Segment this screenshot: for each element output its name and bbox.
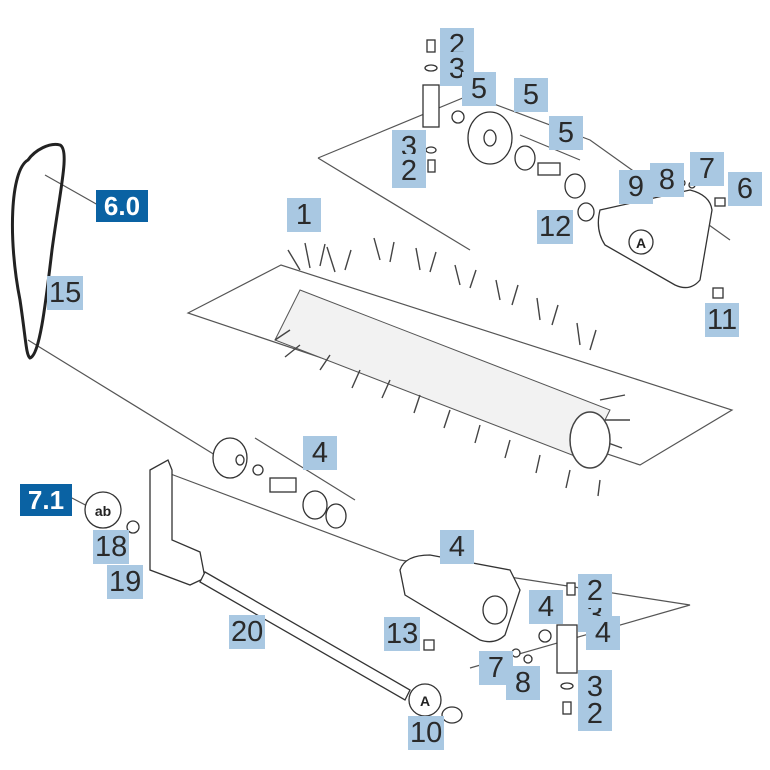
badge-a-top: A [636,235,646,251]
callout-label: 13 [384,617,421,651]
callout-label: 4 [440,530,474,564]
leader-belt-shaft [27,339,216,456]
callout-label: 6 [728,172,762,206]
reference-label-7-1: 7.1 [20,484,72,516]
brush-roller-icon [274,237,630,497]
callout-label: 15 [47,276,84,310]
callout-label: 8 [506,666,540,700]
top-hardware-icon [422,39,726,299]
callout-label: 18 [93,530,130,564]
axle-rod-icon [199,571,411,701]
callout-label: 4 [303,436,337,470]
callout-label: 11 [705,303,740,337]
callout-label: 19 [107,565,144,599]
top-plane-edge [317,157,471,251]
callout-label: 20 [229,615,266,649]
callout-label: 7 [690,152,724,186]
drive-belt-icon [10,142,66,360]
callout-label: 2 [578,697,612,731]
reference-label-6-0: 6.0 [96,190,148,222]
callout-label: 3 [440,52,474,86]
callout-label: 5 [549,116,583,150]
badge-ab: ab [95,503,111,519]
callout-label: 4 [529,590,563,624]
callout-label: 2 [392,154,426,188]
callout-label: 1 [287,198,321,232]
leader-6-0 [44,174,99,206]
callout-label: 9 [619,170,653,204]
bottom-hardware-icon [84,437,578,724]
side-bracket-icon [149,459,206,586]
badge-a-bottom: A [420,693,430,709]
callout-label: 12 [537,210,574,244]
callout-label: 5 [514,78,548,112]
callout-label: 2 [578,574,612,608]
callout-label: 8 [650,163,684,197]
bottom-plane-outline [159,469,691,669]
callout-label: 10 [408,716,445,750]
callout-label: 5 [462,72,496,106]
badge-ab-circle [84,491,122,529]
callout-label: 4 [586,616,620,650]
